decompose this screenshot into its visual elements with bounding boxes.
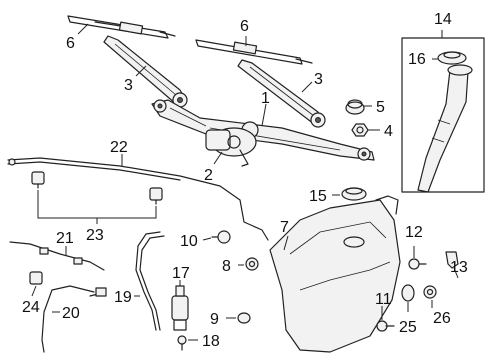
callout-6-left: 6: [66, 35, 75, 52]
callout-1: 1: [261, 90, 270, 107]
nut-12: [408, 258, 427, 270]
callout-18: 18: [202, 333, 220, 350]
washer-pump-hose: [135, 231, 165, 331]
callout-10: 10: [180, 233, 198, 250]
reservoir-neck-box: [401, 37, 485, 193]
callout-11: 11: [375, 291, 392, 308]
callout-5: 5: [376, 99, 385, 116]
washer-reservoir: [269, 195, 401, 353]
harness-connector: [29, 271, 43, 285]
clip-13: [445, 251, 459, 269]
callout-3-right: 3: [314, 71, 323, 88]
callout-23: 23: [86, 227, 104, 244]
callout-19: 19: [114, 289, 132, 306]
washer-nozzle-left: [31, 171, 45, 189]
pivot-nut: [351, 123, 369, 137]
callout-3-left: 3: [124, 77, 133, 94]
wiring-harness: [9, 241, 105, 271]
bolt-10: [211, 230, 231, 244]
callout-26: 26: [433, 310, 451, 327]
callout-20: 20: [62, 305, 80, 322]
screw-18: [177, 335, 187, 351]
callout-9: 9: [210, 311, 219, 328]
callout-25: 25: [399, 319, 417, 336]
wiper-linkage: [151, 99, 375, 161]
callout-7: 7: [280, 219, 289, 236]
seal-26: [423, 285, 437, 299]
plug-9: [237, 312, 251, 324]
washer-hose-assembly: [7, 157, 269, 241]
callout-8: 8: [222, 258, 231, 275]
callout-16: 16: [408, 51, 426, 68]
grommet-8: [245, 257, 259, 271]
pivot-cap: [345, 99, 365, 115]
callout-12: 12: [405, 224, 423, 241]
callout-21: 21: [56, 230, 74, 247]
callout-14: 14: [434, 11, 452, 28]
callout-13: 13: [450, 259, 468, 276]
callout-15: 15: [309, 188, 327, 205]
washer-nozzle-right: [149, 187, 163, 205]
washer-pump: [171, 285, 189, 331]
wiper-arm-left: [103, 35, 188, 108]
reservoir-cap: [437, 51, 467, 65]
bolt-11: [376, 320, 395, 332]
wiper-blade-left: [67, 15, 176, 39]
wiper-motor: [205, 127, 257, 167]
washer-hose-lower: [41, 285, 107, 353]
callout-24: 24: [22, 299, 40, 316]
wiper-blade-right: [195, 39, 313, 65]
callout-4: 4: [384, 123, 393, 140]
callout-2: 2: [204, 167, 213, 184]
callout-22: 22: [110, 139, 128, 156]
grommet-25: [401, 284, 415, 302]
grommet-ring-15: [341, 187, 367, 201]
callout-17: 17: [172, 265, 190, 282]
callout-6-right: 6: [240, 18, 249, 35]
wiper-arm-right: [237, 59, 326, 128]
